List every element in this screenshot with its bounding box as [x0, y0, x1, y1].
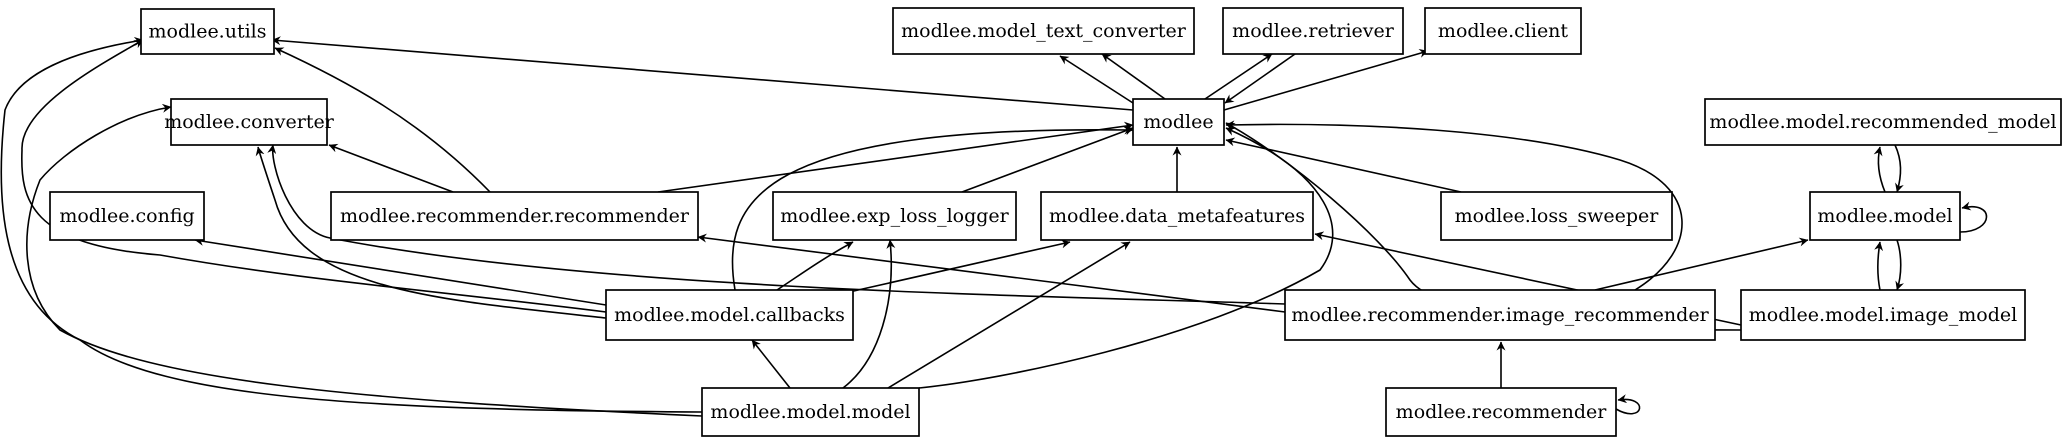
node-converter[interactable]: modlee.converter: [164, 98, 335, 146]
node-label: modlee.recommender: [1396, 401, 1608, 423]
node-box: [49, 191, 205, 241]
node-box: [1424, 7, 1582, 55]
edge-rec_rec-to-modlee: [657, 121, 1134, 193]
node-retriever[interactable]: modlee.retriever: [1222, 7, 1404, 55]
edge-model_model-to-callbacks: [751, 339, 791, 389]
edge-model-to-rec_model: [1873, 146, 1886, 193]
node-box: [1809, 191, 1961, 241]
edge-rec_rec-to-converter: [328, 143, 454, 193]
node-label: modlee.converter: [164, 111, 334, 133]
node-label: modlee: [1143, 111, 1213, 133]
edge-exp_loss-to-modlee: [961, 126, 1134, 193]
edge-model_model-to-data_meta: [887, 241, 1131, 389]
node-label: modlee.utils: [149, 21, 267, 43]
node-box: [140, 8, 275, 55]
edge-retriever-to-modlee: [1224, 53, 1296, 104]
node-client[interactable]: modlee.client: [1424, 7, 1582, 55]
edge-recommender-to-recommender: [1615, 394, 1641, 415]
node-box: [1132, 98, 1225, 146]
edge-model-to-model: [1959, 201, 1988, 233]
node-label: modlee.recommender.image_recommender: [1291, 304, 1709, 326]
node-box: [892, 7, 1195, 55]
edge-callbacks-to-converter: [255, 146, 607, 319]
node-label: modlee.model_text_converter: [901, 20, 1187, 42]
node-box: [1284, 289, 1716, 341]
node-box: [701, 387, 920, 437]
edge-modlee-to-utils: [271, 36, 1134, 111]
node-label: modlee.client: [1438, 20, 1568, 42]
node-img-model[interactable]: modlee.model.image_model: [1740, 289, 2026, 341]
edge-modlee-to-retriever: [1204, 53, 1273, 100]
node-modlee[interactable]: modlee: [1132, 98, 1225, 146]
edge-img_rec-to-rec_rec: [697, 233, 1286, 313]
node-rec-model[interactable]: modlee.model.recommended_model: [1704, 98, 2062, 146]
node-label: modlee.model.image_model: [1749, 304, 2017, 326]
node-box: [1704, 98, 2062, 146]
node-box: [772, 191, 1017, 241]
edge-mtc-to-modlee: [1101, 53, 1166, 100]
node-box: [1040, 191, 1314, 241]
edge-rec_model-to-model: [1894, 144, 1904, 193]
node-utils[interactable]: modlee.utils: [140, 8, 275, 55]
edge-callbacks-to-config: [194, 236, 607, 306]
node-label: modlee.data_metafeatures: [1049, 205, 1305, 227]
node-box: [330, 191, 699, 241]
node-recommender[interactable]: modlee.recommender: [1385, 387, 1617, 437]
edge-img_rec-to-model: [1594, 237, 1809, 291]
node-model[interactable]: modlee.model: [1809, 191, 1961, 241]
node-box: [1385, 387, 1617, 437]
node-label: modlee.loss_sweeper: [1455, 205, 1660, 227]
edge-img_rec-to-modlee: [1225, 120, 1683, 291]
node-box: [1440, 191, 1673, 241]
node-box: [170, 98, 328, 146]
node-label: modlee.exp_loss_logger: [780, 205, 1009, 227]
node-loss-sweeper[interactable]: modlee.loss_sweeper: [1440, 191, 1673, 241]
edge-callbacks-to-utils: [20, 39, 607, 313]
node-label: modlee.retriever: [1232, 20, 1395, 42]
edge-modlee-to-client: [1223, 49, 1429, 111]
edge-loss_sweeper-to-modlee: [1225, 137, 1462, 193]
edge-callbacks-to-modlee: [731, 125, 1134, 291]
node-label: modlee.config: [59, 205, 194, 227]
node-box: [1740, 289, 2026, 341]
edge-modlee-to-mtc: [1059, 55, 1134, 104]
edge-model_model-to-exp_loss: [842, 239, 896, 389]
node-label: modlee.model.callbacks: [614, 304, 845, 326]
node-exp-loss[interactable]: modlee.exp_loss_logger: [772, 191, 1017, 241]
edge-rec_rec-to-utils: [274, 47, 491, 193]
node-label: modlee.recommender.recommender: [340, 205, 690, 227]
edge-img_model-to-model: [1874, 241, 1884, 291]
nodes: modlee.utils modlee.converter modlee.confi…: [49, 7, 2062, 437]
edge-model_model-to-converter: [26, 103, 703, 417]
node-callbacks[interactable]: modlee.model.callbacks: [605, 289, 854, 341]
node-label: modlee.model.recommended_model: [1709, 111, 2056, 133]
node-data-meta[interactable]: modlee.data_metafeatures: [1040, 191, 1314, 241]
edge-model_model-to-modlee: [918, 127, 1334, 389]
edge-img_rec-to-converter: [267, 144, 1286, 305]
edge-callbacks-to-data_meta: [835, 239, 1071, 296]
node-box: [1222, 7, 1404, 55]
node-img-rec[interactable]: modlee.recommender.image_recommender: [1284, 289, 1716, 341]
node-rec-rec[interactable]: modlee.recommender.recommender: [330, 191, 699, 241]
node-model-model[interactable]: modlee.model.model: [701, 387, 920, 437]
edge-model-to-img_model: [1895, 239, 1904, 291]
node-label: modlee.model.model: [710, 401, 910, 423]
node-mtc[interactable]: modlee.model_text_converter: [892, 7, 1195, 55]
node-config[interactable]: modlee.config: [49, 191, 205, 241]
node-box: [605, 289, 854, 341]
node-label: modlee.model: [1817, 205, 1952, 227]
edges: [0, 36, 1988, 417]
